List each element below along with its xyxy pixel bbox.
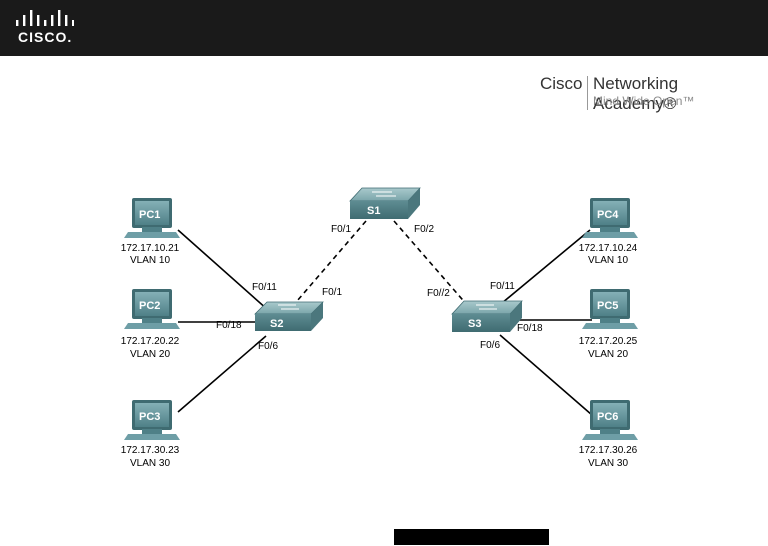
pc6-ip: 172.17.30.26 [579,445,638,456]
pc2-label: PC2 [139,300,160,312]
pc4-vlan: VLAN 10 [588,255,628,266]
port-s2-f011: F0/11 [252,282,277,293]
port-s3-uplink: F0//2 [427,288,450,299]
link-pc6-s3 [499,334,593,416]
academy-brand: Cisco [540,74,583,93]
pc1[interactable]: PC1 [124,198,180,238]
header-bar: CISCO. [0,0,768,56]
pc2-ip: 172.17.20.22 [121,336,180,347]
port-s3-f06: F0/6 [480,340,500,351]
link-pc3-s2 [177,335,267,413]
trunk-links [290,220,469,309]
pc1-ip: 172.17.10.21 [121,243,180,254]
port-s1-left: F0/1 [331,224,351,235]
academy-name: Networking Academy® [593,74,679,113]
port-s1-right: F0/2 [414,224,434,235]
switch-s3[interactable]: S3 [451,300,523,332]
pc4-ip: 172.17.10.24 [579,243,638,254]
cisco-logo-text: CISCO. [18,29,73,45]
trunk-s1-s3 [393,220,469,307]
pc5[interactable]: PC5 [582,289,638,329]
pc5-vlan: VLAN 20 [588,349,628,360]
link-pc4-s3 [495,229,591,309]
port-labels: F0/1 F0/2 F0/1 F0/11 F0/18 F0/6 F0//2 F0… [216,224,543,352]
pc3[interactable]: PC3 [124,400,180,440]
port-s2-f018: F0/18 [216,320,242,331]
link-pc1-s2 [177,229,269,311]
switch-s2[interactable]: S2 [254,301,324,331]
pc1-label: PC1 [139,209,160,221]
port-s2-uplink: F0/1 [322,287,342,298]
port-s3-f018: F0/18 [517,323,543,334]
switch-s2-label: S2 [270,318,283,330]
switch-s3-label: S3 [468,318,481,330]
pc4-label: PC4 [597,209,619,221]
pc-address-labels: 172.17.10.21 VLAN 10 172.17.20.22 VLAN 2… [121,243,638,469]
pc4[interactable]: PC4 [582,198,638,238]
pc6-vlan: VLAN 30 [588,458,628,469]
pc1-vlan: VLAN 10 [130,255,170,266]
pc5-label: PC5 [597,300,618,312]
pc2[interactable]: PC2 [124,289,180,329]
pc6[interactable]: PC6 [582,400,638,440]
academy-tagline: Mind Wide Open™ [593,94,695,108]
access-links [177,229,593,416]
pc6-label: PC6 [597,411,618,423]
pc5-ip: 172.17.20.25 [579,336,638,347]
networking-academy-logo: Cisco Networking Academy® Mind Wide Open… [540,74,762,113]
trunk-s1-s2 [290,220,367,309]
switch-s1-label: S1 [367,205,380,217]
pc3-vlan: VLAN 30 [130,458,170,469]
switch-s1[interactable]: S1 [349,187,421,219]
caption-bar [394,529,549,545]
pc3-ip: 172.17.30.23 [121,445,180,456]
port-s2-f06: F0/6 [258,341,278,352]
port-s3-f011: F0/11 [490,281,515,292]
pc2-vlan: VLAN 20 [130,349,170,360]
cisco-logo-icon [16,10,74,26]
pc3-label: PC3 [139,411,160,423]
academy-divider [587,76,588,110]
